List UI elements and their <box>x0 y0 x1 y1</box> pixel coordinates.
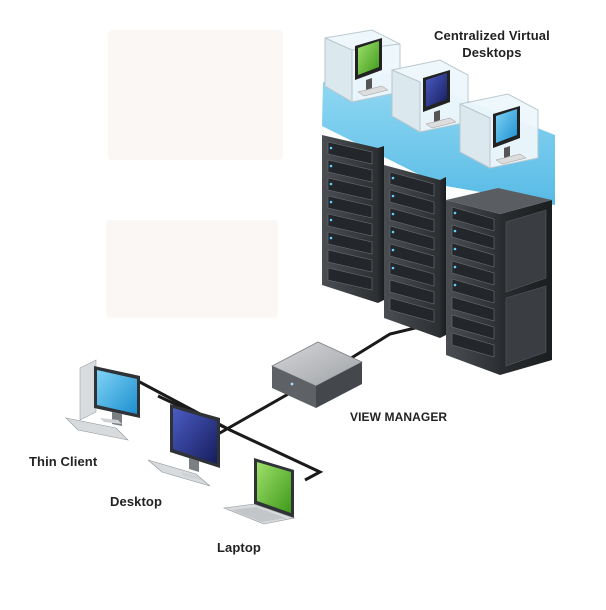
network-cables <box>135 320 441 482</box>
virtual-desktop-cube-icon <box>391 59 469 133</box>
server-rack-icon <box>384 165 446 338</box>
virtual-desktops-label: Centralized Virtual Desktops <box>434 27 550 61</box>
virtual-desktops <box>324 29 539 169</box>
virtual-desktop-cube-icon <box>324 29 401 103</box>
accent-band <box>322 72 555 205</box>
laptop-label: Laptop <box>217 540 261 555</box>
view-manager-label: VIEW MANAGER <box>350 410 448 424</box>
virtual-desktops-label-line2: Desktops <box>462 45 522 60</box>
background-patch <box>106 220 278 318</box>
virtual-desktops-label-line1: Centralized Virtual <box>434 28 550 43</box>
server-racks <box>322 135 552 375</box>
cable-thin-client <box>135 378 324 482</box>
view-manager-box-icon <box>271 341 363 408</box>
server-rack-icon <box>322 135 384 303</box>
server-rack-icon <box>446 188 552 375</box>
thin-client-icon <box>65 359 140 441</box>
virtual-desktop-cube-icon <box>459 93 539 169</box>
desktop-pc-icon <box>147 404 220 487</box>
laptop-icon <box>222 458 296 525</box>
background-patch <box>108 30 283 160</box>
thin-client-label: Thin Client <box>29 454 98 469</box>
desktop-label: Desktop <box>110 494 162 509</box>
